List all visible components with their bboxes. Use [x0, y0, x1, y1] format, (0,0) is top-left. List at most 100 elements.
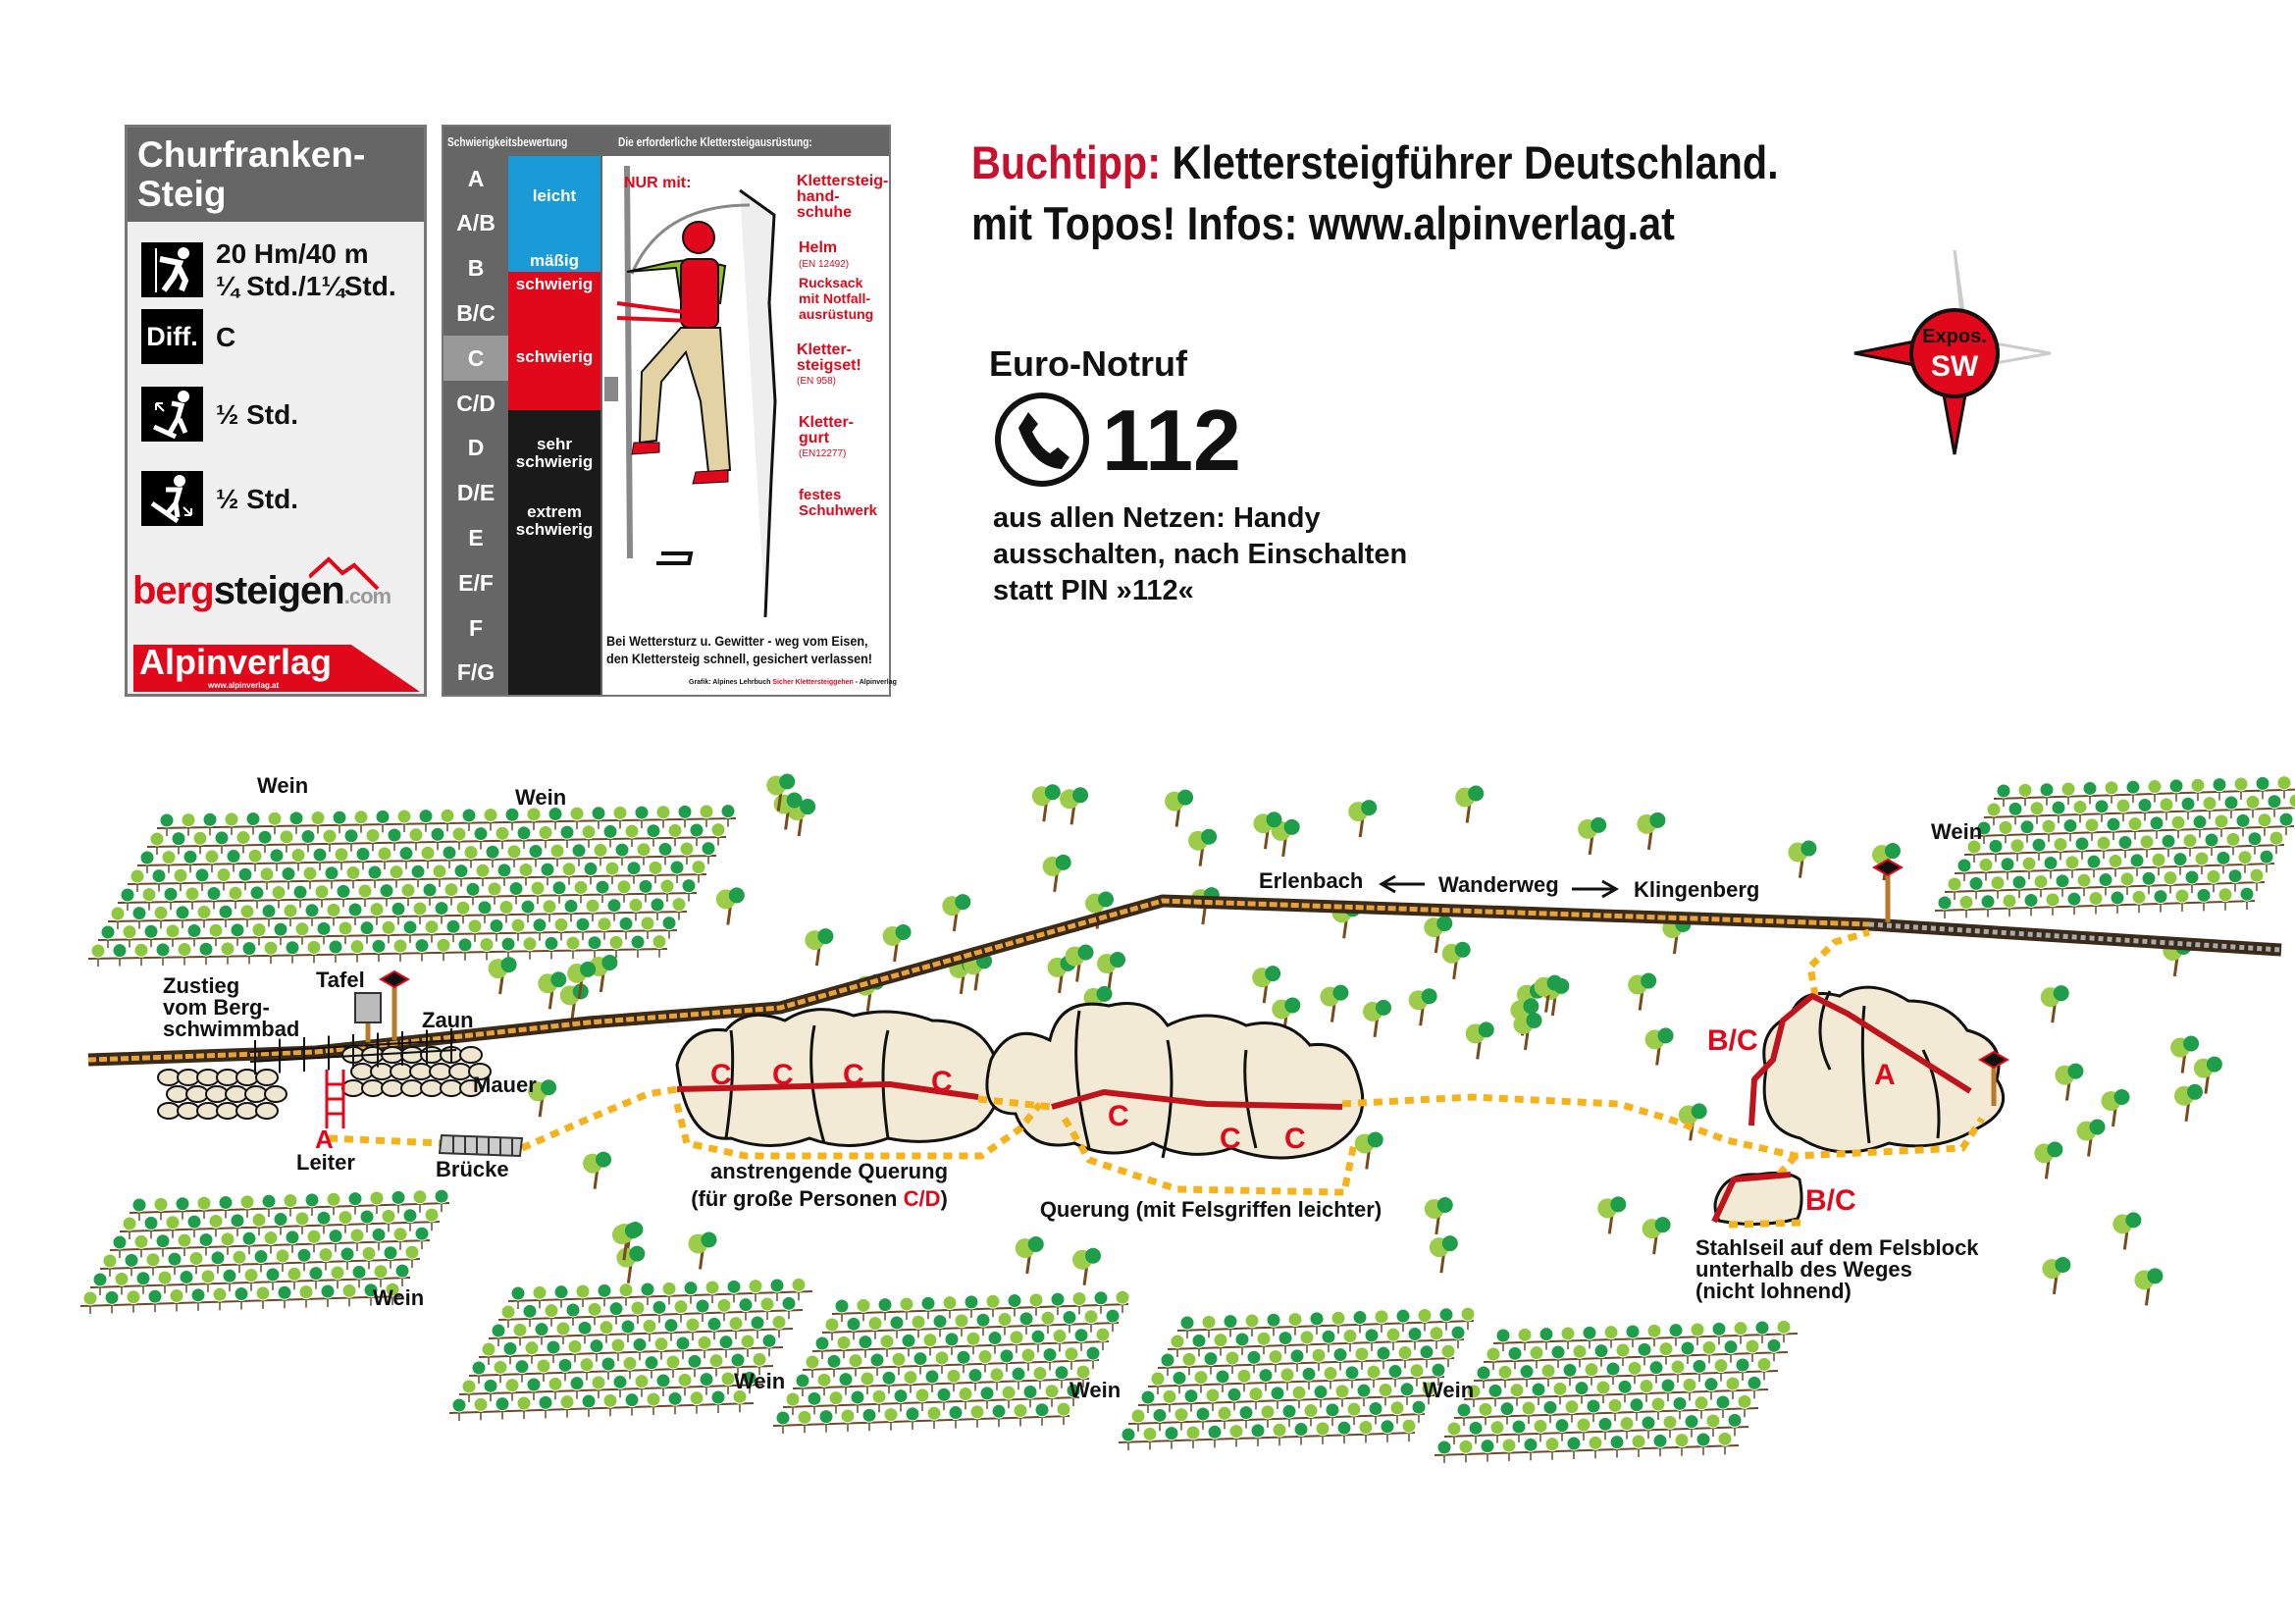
route-title: Churfranken-Steig	[128, 128, 424, 222]
tree	[2134, 1268, 2164, 1306]
access-trail	[328, 928, 1985, 1229]
vineyard	[1118, 1306, 1476, 1450]
tree	[1424, 1196, 1453, 1235]
rock-block	[1713, 1171, 1803, 1227]
tree	[1031, 784, 1061, 822]
tree	[559, 983, 589, 1022]
tree	[773, 792, 803, 830]
tree	[1097, 952, 1126, 990]
climb-times: ¼ Std./1¼Std.	[216, 271, 396, 301]
tree	[2193, 1056, 2222, 1094]
compass-direction: SW	[1931, 350, 1979, 383]
equipment-harness: Kletter-gurt	[799, 414, 855, 446]
road-centerline	[1868, 921, 2282, 953]
tree	[528, 1079, 557, 1118]
tree	[2040, 985, 2069, 1023]
band-maessig: mäßig	[529, 251, 580, 270]
emergency-text: aus allen Netzen: Handy ausschalten, nac…	[993, 502, 1408, 606]
equipment-helmet: Helm	[799, 239, 838, 256]
tree	[882, 923, 912, 963]
tree	[1015, 1235, 1044, 1275]
vineyard	[79, 1188, 450, 1314]
signpost	[378, 858, 2010, 1106]
label-wein: Wein	[257, 773, 308, 798]
tree	[1455, 785, 1485, 823]
equipment-set-norm: (EN 958)	[797, 376, 837, 387]
approach-time: ½ Std.	[216, 398, 299, 430]
arrow-left-icon	[1378, 874, 1425, 894]
tree	[616, 1245, 646, 1283]
tree	[1354, 1131, 1383, 1170]
tree	[2173, 1083, 2203, 1122]
tree	[2170, 1035, 2200, 1074]
label-start-a: A	[315, 1125, 334, 1154]
tree	[2112, 1212, 2142, 1250]
label-wanderweg: Wanderweg	[1438, 872, 1559, 897]
equipment-gloves: Klettersteig-hand-schuhe	[797, 173, 889, 221]
tree	[942, 894, 971, 932]
equipment-set: Kletter-steigset!	[797, 341, 861, 374]
climber-icon	[141, 242, 203, 297]
vineyard	[87, 804, 737, 967]
tree	[1534, 974, 1563, 1013]
bruecke-bridge	[438, 1133, 524, 1158]
alpinverlag-logo: Alpinverlag www.alpinverlag.at	[133, 645, 420, 692]
via-ferrata-routes	[676, 993, 1972, 1224]
rock-ridge-1	[675, 1008, 1002, 1147]
equipment-header: Die erforderliche Klettersteigausrüstung…	[618, 134, 812, 149]
tree	[1465, 1022, 1494, 1060]
grade-label: C	[710, 1059, 732, 1091]
grade-label: C	[1108, 1100, 1129, 1132]
descent-icon	[141, 471, 203, 526]
grade-label: A	[1874, 1059, 1896, 1091]
exposition-compass: Expos. SW	[1853, 249, 2052, 455]
band-schwierig: schwierig	[515, 347, 594, 366]
tree	[2034, 1141, 2063, 1179]
label-mauer: Mauer	[473, 1073, 537, 1097]
equipment-illustration: NUR mit: Klettersteig-hand-schuhe Helm (…	[602, 156, 897, 695]
label-klingenberg: Klingenberg	[1634, 877, 1759, 902]
label-querung-2: Querung (mit Felsgriffen leichter)	[1040, 1197, 1382, 1222]
weather-warning: Bei Wettersturz u. Gewitter - weg vom Ei…	[606, 633, 873, 666]
label-wein: Wein	[1931, 819, 1982, 844]
scale-header: Schwierigkeitsbewertung	[447, 134, 568, 149]
band-schwierig: schwierig	[515, 275, 594, 293]
difficulty-scale-box: Schwierigkeitsbewertung Die erforderlich…	[442, 125, 897, 697]
rock-ridge-2	[985, 1002, 1365, 1160]
tree	[1597, 1196, 1627, 1234]
grade-d: D	[467, 435, 485, 461]
tree	[1788, 840, 1817, 878]
tree	[1578, 816, 1607, 856]
label-querung-1: anstrengende Querung	[710, 1159, 948, 1183]
tree	[1348, 800, 1378, 838]
tree	[2042, 1256, 2071, 1295]
label-wein: Wein	[1423, 1378, 1474, 1402]
tree	[538, 971, 567, 1010]
zaun-fence	[249, 1028, 457, 1074]
graphic-credit: Grafik: Alpines Lehrbuch Sicher Kletters…	[689, 679, 897, 686]
grade-label: C	[1220, 1123, 1241, 1155]
tree	[1165, 789, 1194, 827]
tree	[1637, 812, 1666, 851]
grade-a: A	[467, 165, 485, 191]
tree	[1188, 828, 1218, 866]
tree	[1441, 941, 1471, 980]
climber-illustration	[604, 165, 777, 617]
label-zaun: Zaun	[422, 1008, 474, 1032]
vineyard	[1934, 775, 2295, 918]
label-wein: Wein	[373, 1285, 424, 1310]
label-tafel: Tafel	[316, 968, 365, 992]
tree	[2055, 1063, 2084, 1101]
emergency-heading: Euro-Notruf	[989, 343, 1187, 384]
trees	[488, 773, 2222, 1306]
grade-c-d: C/D	[456, 390, 496, 416]
emergency-number: 112	[1102, 392, 1241, 489]
tree	[2101, 1089, 2130, 1127]
approach-icon	[141, 387, 203, 442]
emergency-call-info: Euro-Notruf 112 aus allen Netzen: Handy …	[989, 343, 1407, 606]
grade-b: B	[467, 255, 485, 282]
